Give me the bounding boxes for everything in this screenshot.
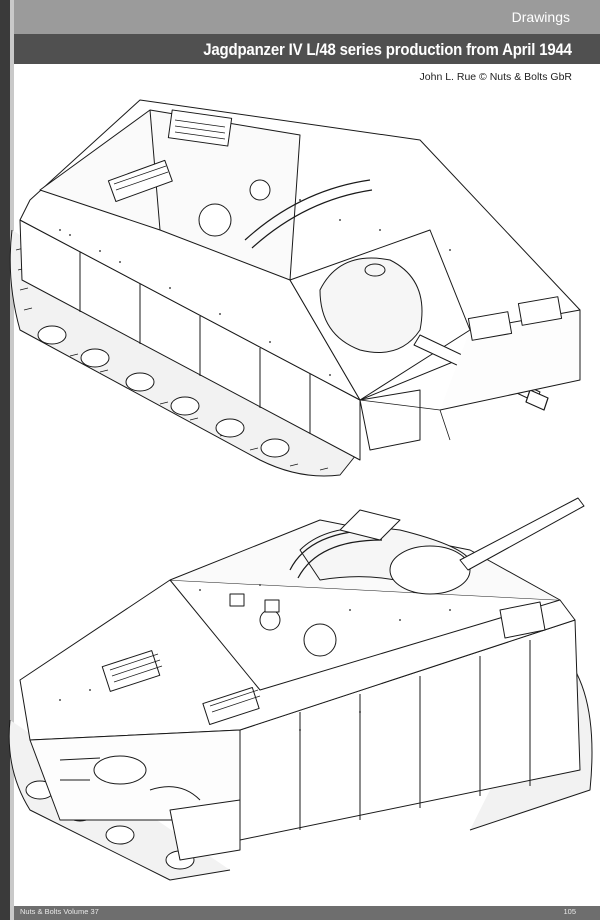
publication-name: Nuts & Bolts Volume 37 (20, 907, 99, 916)
credit-line: John L. Rue © Nuts & Bolts GbR (419, 71, 572, 83)
page-number: 105 (563, 907, 576, 916)
page-title: Jagdpanzer IV L/48 series production fro… (203, 40, 572, 59)
footer-bar (14, 906, 600, 920)
drawing-rear-three-quarter-view (0, 490, 600, 900)
drawing-front-three-quarter-view (0, 80, 600, 480)
section-header-bar (14, 0, 600, 34)
title-bar (14, 34, 600, 64)
page-gutter (10, 0, 14, 920)
section-label: Drawings (511, 9, 570, 25)
book-spine-edge (0, 0, 10, 920)
